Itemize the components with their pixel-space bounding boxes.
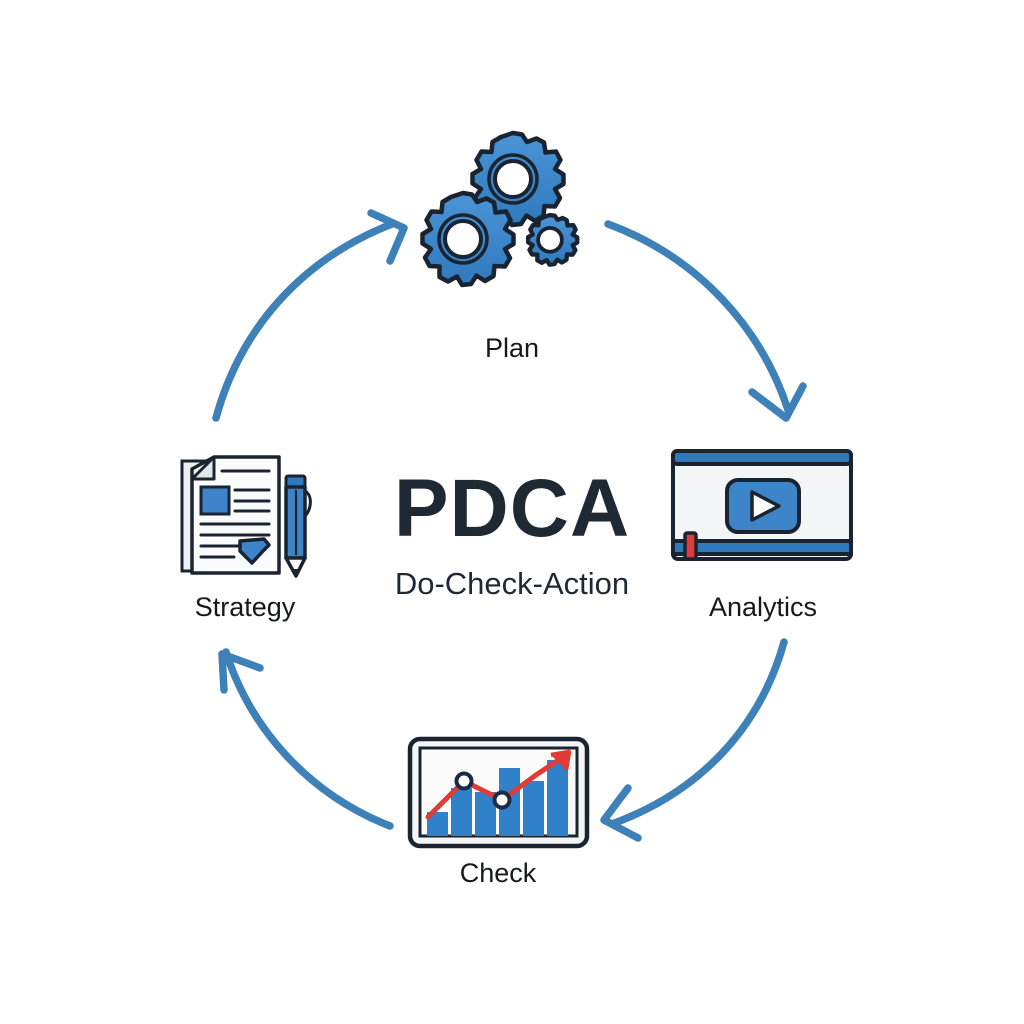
node-analytics[interactable] (668, 445, 858, 575)
bar-chart-growth-icon (407, 736, 590, 849)
video-player-icon (671, 449, 853, 561)
node-label-check: Check (459, 858, 537, 888)
node-plan[interactable] (400, 130, 624, 310)
node-label-analytics: Analytics (708, 592, 818, 622)
play-triangle-icon (750, 490, 781, 522)
node-check[interactable] (406, 735, 591, 850)
node-label-plan: Plan (484, 333, 540, 363)
node-label-strategy: Strategy (194, 592, 296, 622)
image-block (199, 485, 231, 516)
page-fold-corner (190, 455, 216, 481)
center-text-block: PDCA Do-Check-Action (312, 468, 712, 602)
arrow-analytics-to-check (600, 638, 788, 842)
document-pen-icon (180, 455, 312, 578)
progress-marker-icon (683, 531, 698, 561)
badge-tag-icon (238, 537, 271, 565)
arrow-strategy-to-plan (212, 209, 408, 422)
pen-icon (284, 474, 312, 578)
data-point-marker (492, 790, 512, 810)
document-text-lines (199, 469, 271, 559)
arrow-plan-to-analytics (604, 220, 807, 422)
gear-small-right (525, 212, 580, 267)
data-point-marker (454, 771, 474, 791)
node-strategy[interactable] (170, 445, 320, 585)
gear-large-bottom-left (420, 190, 516, 288)
page-title: PDCA (393, 463, 631, 554)
arrow-check-to-strategy (218, 648, 394, 830)
gears-icon (420, 130, 580, 288)
page-subtitle: Do-Check-Action (394, 566, 630, 601)
